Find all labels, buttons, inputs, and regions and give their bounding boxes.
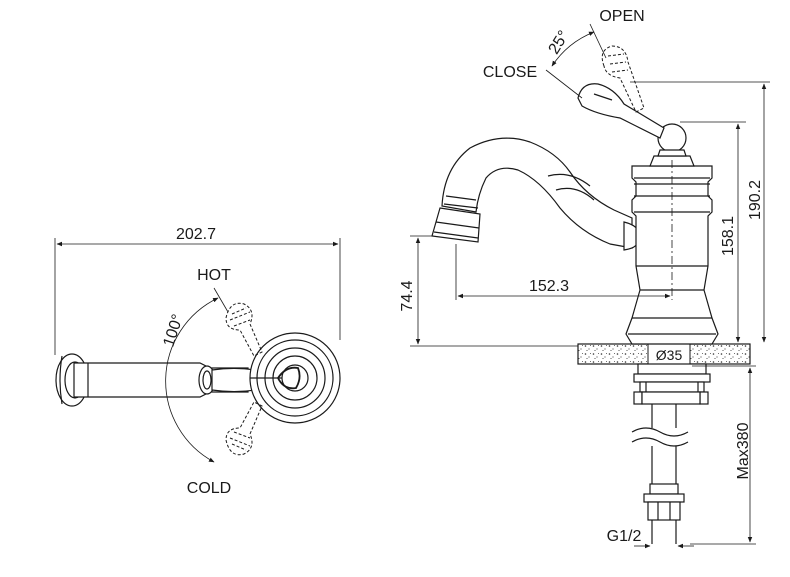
body-height-dimension: 158.1 xyxy=(680,121,746,343)
total-height-dimension: 190.2 xyxy=(630,81,770,343)
cold-label: COLD xyxy=(187,480,231,497)
spout-height-dimension: 74.4 xyxy=(399,235,434,345)
spout-top xyxy=(73,362,249,398)
width-dimension: 202.7 xyxy=(54,226,341,355)
faucet-body xyxy=(625,123,719,345)
close-label: CLOSE xyxy=(483,64,537,81)
base-diameter-label: Ø35 xyxy=(656,347,683,363)
connection-label: G1/2 xyxy=(607,528,642,545)
body-height-label: 158.1 xyxy=(720,216,737,256)
reach-dimension: 152.3 xyxy=(455,160,673,300)
fixing-assembly xyxy=(633,363,711,405)
width-dim-label: 202.7 xyxy=(176,226,216,243)
countertop: Ø35 xyxy=(577,343,751,365)
lever-angle-label: 25° xyxy=(546,28,573,58)
base-rosette xyxy=(249,332,341,424)
hose-length-dimension: Max380 xyxy=(690,365,756,545)
open-label: OPEN xyxy=(599,8,644,25)
cold-handle-ghost: COLD xyxy=(187,401,263,497)
hose-length-label: Max380 xyxy=(735,422,752,479)
total-height-label: 190.2 xyxy=(747,180,764,220)
rotation-angle-label: 100° xyxy=(161,312,187,349)
side-view: Ø35 xyxy=(399,8,770,549)
lever-side xyxy=(577,83,665,139)
reach-label: 152.3 xyxy=(529,278,569,295)
hot-label: HOT xyxy=(197,267,231,284)
flexible-hose xyxy=(631,404,689,544)
lever-open-ghost xyxy=(601,45,645,113)
lever-angle: 25° OPEN CLOSE xyxy=(483,8,645,99)
hot-handle-ghost: HOT xyxy=(197,267,263,357)
spout-side xyxy=(431,137,641,251)
connection-dimension: G1/2 xyxy=(607,528,694,549)
top-view: 202.7 xyxy=(54,226,341,497)
spout-height-label: 74.4 xyxy=(399,280,416,311)
